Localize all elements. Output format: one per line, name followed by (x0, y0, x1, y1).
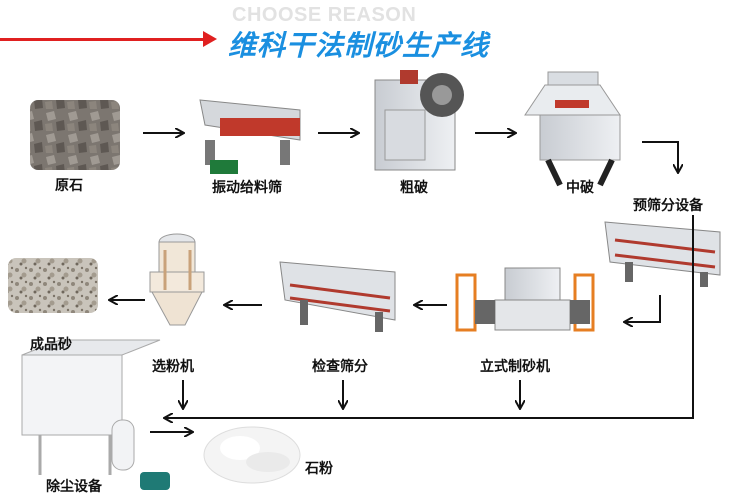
powder-classifier-image (149, 233, 205, 326)
label-pre-screen: 预筛分设备 (633, 198, 703, 214)
raw-stone-image (30, 100, 120, 170)
pre-screen-image (604, 221, 721, 287)
label-coarse-crusher: 粗破 (400, 180, 428, 196)
background-watermark-text: CHOOSE REASON (232, 4, 417, 26)
flow-arrow (625, 295, 661, 322)
label-raw-stone: 原石 (55, 178, 83, 194)
stone-powder-image (203, 426, 301, 484)
vertical-sand-maker-image (455, 267, 595, 332)
label-dust-collector: 除尘设备 (46, 479, 102, 495)
jaw-crusher-image (374, 70, 464, 171)
cone-crusher-image (524, 71, 621, 187)
label-stone-powder: 石粉 (305, 461, 333, 477)
flow-arrow (642, 141, 678, 172)
label-medium-crusher: 中破 (566, 180, 594, 196)
inspection-screen-image (279, 261, 396, 332)
label-finished-sand: 成品砂 (30, 337, 72, 353)
diagram-title: 维科干法制砂生产线 (228, 29, 490, 62)
finished-sand-image (8, 258, 98, 313)
label-vibrating-feeder: 振动给料筛 (212, 180, 282, 196)
label-inspection-screen: 检查筛分 (312, 359, 368, 375)
header-accent-line (0, 38, 205, 41)
vibrating-feeder-image (199, 99, 301, 174)
label-sand-maker: 立式制砂机 (480, 359, 550, 375)
label-powder-classifier: 选粉机 (152, 359, 194, 375)
dust-collector-image (21, 339, 170, 490)
flow-arrow (165, 215, 694, 418)
header-accent-arrowhead (203, 31, 217, 47)
